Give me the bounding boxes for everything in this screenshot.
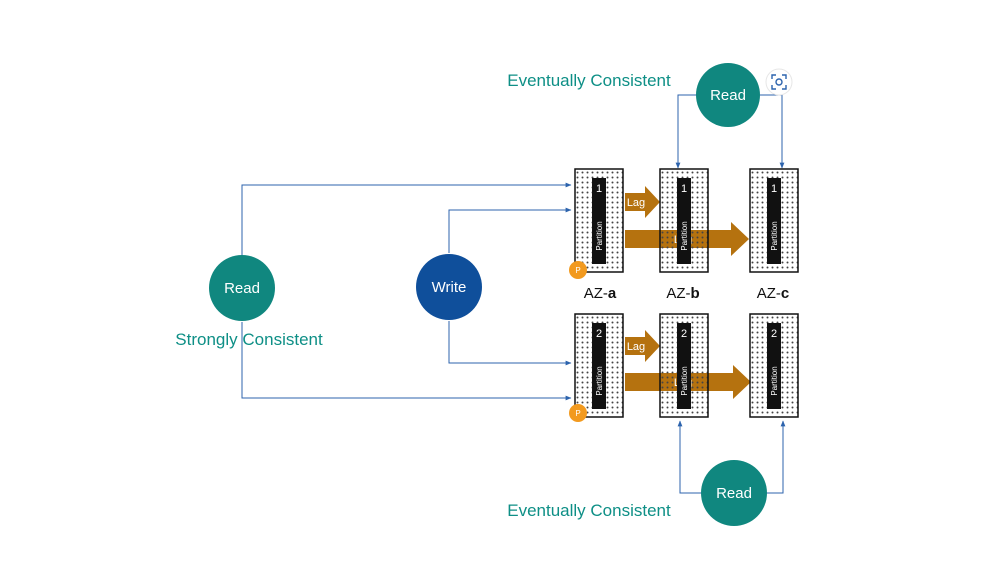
- az-labels: AZ-a AZ-b AZ-c: [584, 285, 790, 302]
- strong-read-connector-partition-1: [241, 182, 572, 255]
- write-connectors: [448, 207, 572, 366]
- strong-read-connector-partition-2: [241, 322, 572, 401]
- eventual-read-bottom-connectors: [677, 420, 786, 494]
- partition-word: Partition: [770, 221, 779, 250]
- read-eventual-top-label: Read: [710, 87, 746, 104]
- partition-number: 1: [596, 183, 602, 195]
- partition-1-row: 1 Partition 1 Partition 1 Partition: [574, 168, 799, 273]
- lag-label-p1-short: Lag: [627, 197, 645, 209]
- strong-read-connectors: [241, 182, 572, 401]
- read-eventual-top-node: Read: [696, 63, 760, 127]
- write-connector-partition-1: [448, 207, 572, 253]
- primary-badge-label: P: [575, 409, 580, 418]
- partition-number: 1: [681, 183, 687, 195]
- primary-badge-partition-1: P: [569, 261, 587, 279]
- primary-badge-partition-2: P: [569, 404, 587, 422]
- eventual-top-connector-az-b: [675, 94, 697, 169]
- eventual-bottom-connector-az-b: [677, 420, 702, 494]
- read-strong-label: Read: [224, 280, 260, 297]
- partition-2-az-b: 2 Partition: [659, 313, 709, 418]
- partition-number: 2: [771, 328, 777, 340]
- lag-label-p2-short: Lag: [627, 341, 645, 353]
- az-label-c: AZ-c: [757, 285, 790, 302]
- write-label: Write: [432, 279, 467, 296]
- partition-word: Partition: [770, 366, 779, 395]
- partition-word: Partition: [595, 366, 604, 395]
- eventual-bottom-connector-az-c: [766, 420, 786, 494]
- write-connector-partition-2: [448, 321, 572, 366]
- primary-badge-label: P: [575, 266, 580, 275]
- read-eventual-bottom-node: Read: [701, 460, 767, 526]
- read-strong-node: Read: [209, 255, 275, 321]
- eventual-top-connector-az-c: [760, 94, 785, 169]
- partition-word: Partition: [680, 366, 689, 395]
- read-eventual-bottom-label: Read: [716, 485, 752, 502]
- partition-2-row: 2 Partition 2 Partition 2 Partition: [574, 313, 799, 418]
- az-label-a: AZ-a: [584, 285, 617, 302]
- partition-word: Partition: [680, 221, 689, 250]
- partition-number: 2: [681, 328, 687, 340]
- partition-1-az-b: 1 Partition: [659, 168, 709, 273]
- visual-search-icon[interactable]: [765, 68, 793, 96]
- lag-arrow-p1-short: [625, 186, 660, 218]
- partition-word: Partition: [595, 221, 604, 250]
- eventually-consistent-bottom-label: Eventually Consistent: [507, 501, 671, 520]
- partition-1-az-a: 1 Partition: [574, 168, 624, 273]
- partition-2-az-a: 2 Partition: [574, 313, 624, 418]
- write-node: Write: [416, 254, 482, 320]
- partition-1-az-c: 1 Partition: [749, 168, 799, 273]
- strongly-consistent-label: Strongly Consistent: [175, 330, 323, 349]
- eventually-consistent-top-label: Eventually Consistent: [507, 71, 671, 90]
- partition-number: 1: [771, 183, 777, 195]
- lag-arrow-p2-short: [625, 330, 660, 362]
- partition-2-az-c: 2 Partition: [749, 313, 799, 418]
- partition-number: 2: [596, 328, 602, 340]
- az-label-b: AZ-b: [666, 285, 699, 302]
